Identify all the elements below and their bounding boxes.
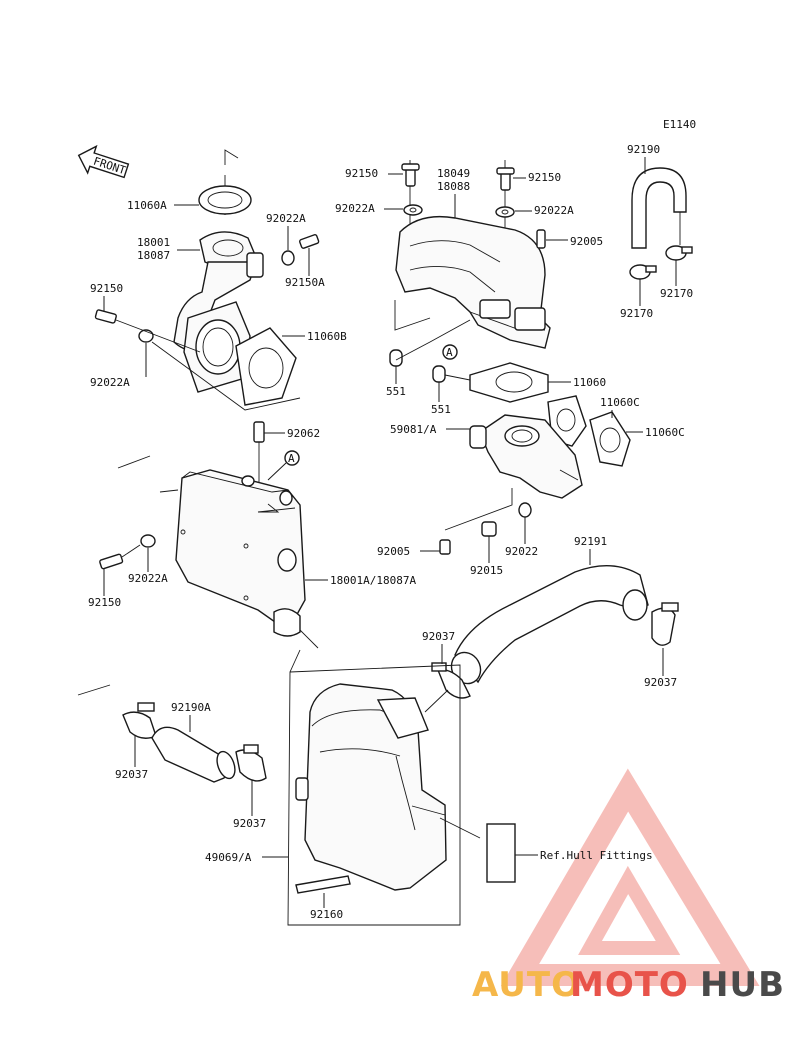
label-92150-c: 92150 bbox=[88, 596, 121, 609]
manifold-assembly bbox=[389, 160, 551, 403]
label-18001A: 18001A/18087A bbox=[330, 574, 416, 587]
label-92022A-c: 92022A bbox=[128, 572, 168, 585]
label-18087: 18087 bbox=[137, 249, 170, 262]
label-92037-a: 92037 bbox=[422, 630, 455, 643]
label-92150-left: 92150 bbox=[90, 282, 123, 295]
ref-hull-fittings: Ref.Hull Fittings bbox=[540, 849, 653, 862]
hose-92190-assembly bbox=[629, 167, 693, 280]
wordmark-hub: HUB bbox=[700, 965, 785, 1005]
label-92170-a: 92170 bbox=[660, 287, 693, 300]
label-92062: 92062 bbox=[287, 427, 320, 440]
label-11060B: 11060B bbox=[307, 330, 347, 343]
wordmark-auto: AUTO bbox=[472, 965, 581, 1005]
label-551-b: 551 bbox=[431, 403, 451, 416]
label-11060: 11060 bbox=[573, 376, 606, 389]
label-92170-b: 92170 bbox=[620, 307, 653, 320]
head-pipe-assembly bbox=[439, 395, 631, 555]
front-arrow-icon: FRONT bbox=[77, 144, 130, 179]
label-92190A: 92190A bbox=[171, 701, 211, 714]
label-92022A-m2: 92022A bbox=[534, 204, 574, 217]
label-551-a: 551 bbox=[386, 385, 406, 398]
automotohub-wordmark: AUTO MOTO HUB bbox=[472, 965, 785, 1005]
label-92022A-m1: 92022A bbox=[335, 202, 375, 215]
label-49069A: 49069/A bbox=[205, 851, 252, 864]
expansion-chamber-assembly bbox=[99, 421, 319, 649]
label-11060A: 11060A bbox=[127, 199, 167, 212]
label-18049: 18049 bbox=[437, 167, 470, 180]
label-92190: 92190 bbox=[627, 143, 660, 156]
label-92005-b: 92005 bbox=[377, 545, 410, 558]
label-18001: 18001 bbox=[137, 236, 170, 249]
label-92037-c: 92037 bbox=[115, 768, 148, 781]
label-92037-b: 92037 bbox=[644, 676, 677, 689]
callout-a-upper: A bbox=[446, 346, 453, 359]
label-59081A: 59081/A bbox=[390, 423, 437, 436]
label-92022: 92022 bbox=[505, 545, 538, 558]
label-92150-m1: 92150 bbox=[345, 167, 378, 180]
label-92022A-left: 92022A bbox=[90, 376, 130, 389]
label-92160: 92160 bbox=[310, 908, 343, 921]
label-92015: 92015 bbox=[470, 564, 503, 577]
label-92150A: 92150A bbox=[285, 276, 325, 289]
muffler-assembly bbox=[77, 649, 516, 926]
label-92005-top: 92005 bbox=[570, 235, 603, 248]
wordmark-moto: MOTO bbox=[570, 965, 689, 1005]
label-18088: 18088 bbox=[437, 180, 470, 193]
label-11060C-b: 11060C bbox=[645, 426, 685, 439]
label-92022A-top: 92022A bbox=[266, 212, 306, 225]
label-92150-m2: 92150 bbox=[528, 171, 561, 184]
label-11060C-a: 11060C bbox=[600, 396, 640, 409]
label-92037-d: 92037 bbox=[233, 817, 266, 830]
elbow-assembly bbox=[94, 149, 320, 411]
callout-a-lower: A bbox=[288, 452, 295, 465]
label-92191: 92191 bbox=[574, 535, 607, 548]
hose-92190A-assembly bbox=[122, 702, 267, 783]
diagram-code: E1140 bbox=[663, 118, 696, 131]
automotohub-logo bbox=[500, 768, 760, 986]
hose-92191-assembly bbox=[431, 564, 679, 699]
